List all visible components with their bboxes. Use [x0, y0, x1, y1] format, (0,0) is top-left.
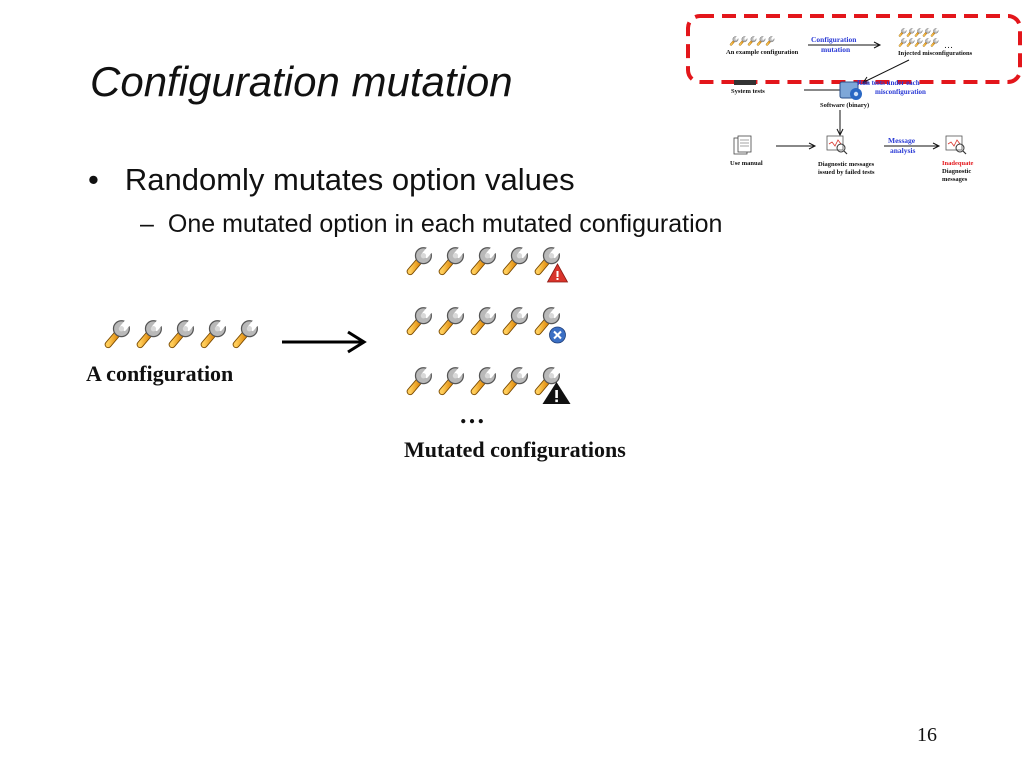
overview-diagram: An example configuration Configuration m…	[686, 14, 1022, 183]
wrench-icon	[410, 247, 432, 271]
wrench-icon	[442, 247, 464, 271]
inadequate-text-2: Diagnostic	[942, 168, 971, 175]
wrench-row	[404, 364, 571, 404]
use-manual-icon	[733, 135, 752, 155]
sub-bullet-item: –One mutated option in each mutated conf…	[140, 210, 722, 239]
wrench-icon	[410, 307, 432, 331]
mutated-configurations-label: Mutated configurations	[404, 437, 626, 462]
mutation-arrow	[282, 330, 367, 354]
wrench-row	[404, 244, 569, 283]
example-config-icon	[729, 36, 775, 46]
wrench-icon	[506, 367, 528, 391]
wrench-icon	[140, 320, 162, 344]
diagnostic-messages-icon	[826, 135, 848, 155]
slide-title: Configuration mutation	[90, 58, 513, 105]
wrench-icon	[236, 320, 258, 344]
wrench-icon	[108, 320, 130, 344]
wrench-icon	[410, 367, 432, 391]
sub-bullet-text: One mutated option in each mutated confi…	[167, 210, 723, 238]
wrench-row	[404, 304, 566, 344]
example-configuration-text: An example configuration	[726, 49, 799, 56]
injected-misconfigurations-icon	[898, 28, 939, 47]
source-configuration-wrenches	[102, 317, 272, 359]
inadequate-text-3: messages	[942, 176, 968, 183]
wrench-icon	[442, 307, 464, 331]
run-tests-text-1: Run tests under each	[857, 79, 920, 87]
configuration-mutation-text-1: Configuration	[811, 35, 857, 44]
overview-ellipsis: …	[944, 40, 953, 50]
bullet-symbol: •	[88, 162, 99, 197]
injected-misconfigurations-text: Injected misconfigurations	[898, 50, 973, 57]
wrench-icon	[172, 320, 194, 344]
message-analysis-text-1: Message	[888, 136, 916, 145]
source-configuration-label: A configuration	[86, 361, 234, 386]
software-binary-icon	[839, 81, 862, 100]
wrench-icon	[204, 320, 226, 344]
inadequate-text: Inadequate	[942, 160, 974, 167]
error-x-icon	[549, 326, 566, 344]
configuration-mutation-text-2: mutation	[821, 45, 851, 54]
sub-bullet-symbol: –	[140, 210, 154, 238]
page-number: 16	[917, 724, 937, 746]
bullet-text: Randomly mutates option values	[124, 162, 575, 197]
wrench-icon	[474, 367, 496, 391]
inadequate-messages-icon	[945, 135, 967, 155]
system-tests-text: System tests	[731, 88, 765, 95]
ellipsis: …	[459, 400, 486, 429]
message-analysis-text-2: analysis	[890, 146, 916, 155]
diagnostic-messages-text-1: Diagnostic messages	[818, 161, 875, 168]
wrench-row	[102, 317, 282, 359]
large-warning-icon	[542, 382, 571, 404]
wrench-icon	[506, 247, 528, 271]
wrench-icon	[506, 307, 528, 331]
run-tests-text-2: misconfiguration	[875, 88, 926, 96]
wrench-icon	[474, 247, 496, 271]
mutated-configurations	[404, 244, 584, 414]
software-binary-text: Software (binary)	[820, 102, 869, 109]
wrench-icon	[442, 367, 464, 391]
diagnostic-messages-text-2: issued by failed tests	[818, 169, 875, 176]
bullet-item: • Randomly mutates option values	[88, 162, 575, 198]
warning-icon	[546, 263, 569, 283]
wrench-icon	[474, 307, 496, 331]
use-manual-text: Use manual	[730, 160, 763, 167]
system-tests-icon	[734, 80, 756, 85]
